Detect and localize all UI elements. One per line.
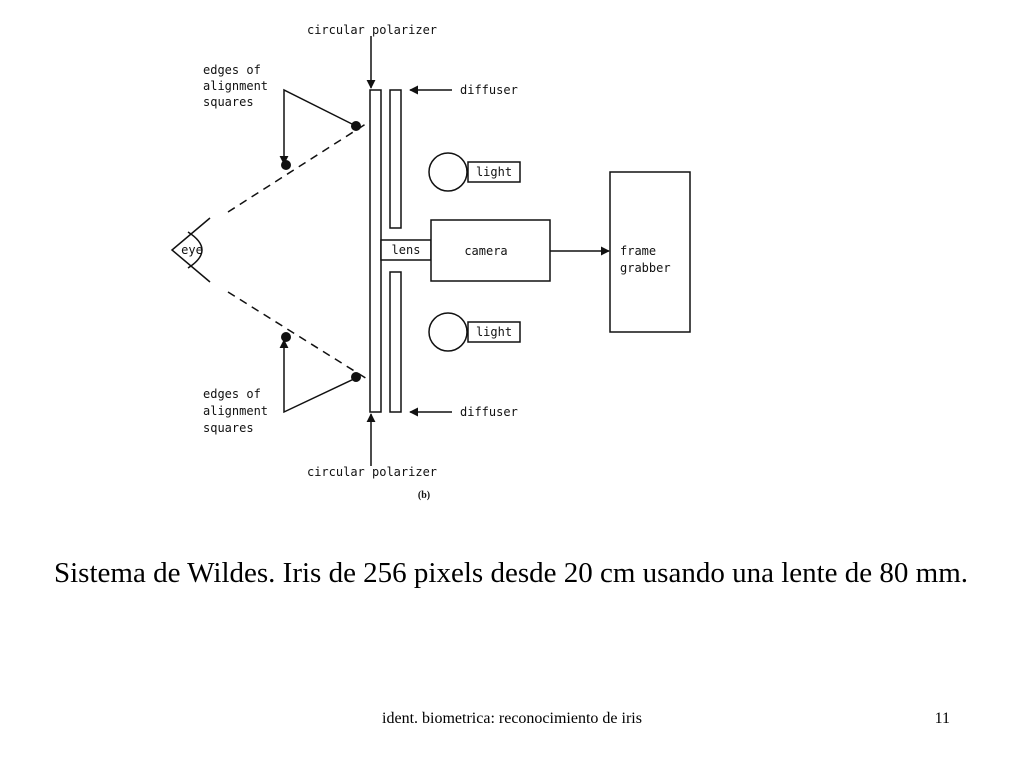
label-edges-bottom-line1: edges of <box>203 387 261 401</box>
footer-text: ident. biometrica: reconocimiento de iri… <box>382 710 642 727</box>
alignment-dot-bottom-near <box>351 372 361 382</box>
label-light-bottom: light <box>476 325 512 339</box>
label-polarizer-top: circular polarizer <box>307 23 437 37</box>
label-polarizer-bottom: circular polarizer <box>307 465 437 479</box>
frame-grabber-box <box>609 171 691 333</box>
sight-line-bottom <box>227 291 373 383</box>
diffuser-plate-top <box>389 89 402 229</box>
label-edges-top-line2: alignment <box>203 79 268 93</box>
edges-pointer-top <box>279 88 357 165</box>
label-diffuser-bottom: diffuser <box>460 405 518 419</box>
alignment-dot-bottom-far <box>281 332 291 342</box>
label-eye: eye <box>181 243 203 257</box>
eye-pupil-arc <box>187 231 203 269</box>
eye-outline <box>170 217 211 283</box>
label-edges-bottom-line3: squares <box>203 421 254 435</box>
label-edges-top-line3: squares <box>203 95 254 109</box>
polarizer-plate <box>369 89 382 413</box>
page-number: 11 <box>934 710 950 727</box>
label-edges-top-line1: edges of <box>203 63 261 77</box>
label-frame-grabber-line1: frame <box>620 244 656 258</box>
label-frame-grabber-line2: grabber <box>620 261 671 275</box>
label-camera: camera <box>464 244 507 258</box>
label-lens: lens <box>392 243 421 257</box>
light-box-bottom <box>467 321 521 343</box>
alignment-dot-top-near <box>351 121 361 131</box>
label-light-top: light <box>476 165 512 179</box>
light-bulb-top <box>428 152 468 192</box>
wildes-system-figure: circular polarizer circular polarizer di… <box>128 10 760 512</box>
light-box-top <box>467 161 521 183</box>
slide-caption: Sistema de Wildes. Iris de 256 pixels de… <box>54 557 969 589</box>
label-edges-bottom-line2: alignment <box>203 404 268 418</box>
alignment-dot-top-far <box>281 160 291 170</box>
light-bulb-bottom <box>428 312 468 352</box>
diffuser-plate-bottom <box>389 271 402 413</box>
label-panel-tag: (b) <box>418 490 430 501</box>
wildes-system-diagram: circular polarizer circular polarizer di… <box>170 23 691 501</box>
label-diffuser-top: diffuser <box>460 83 518 97</box>
edges-pointer-bottom <box>279 339 357 414</box>
sight-line-top <box>227 119 373 213</box>
camera-box <box>430 219 551 282</box>
